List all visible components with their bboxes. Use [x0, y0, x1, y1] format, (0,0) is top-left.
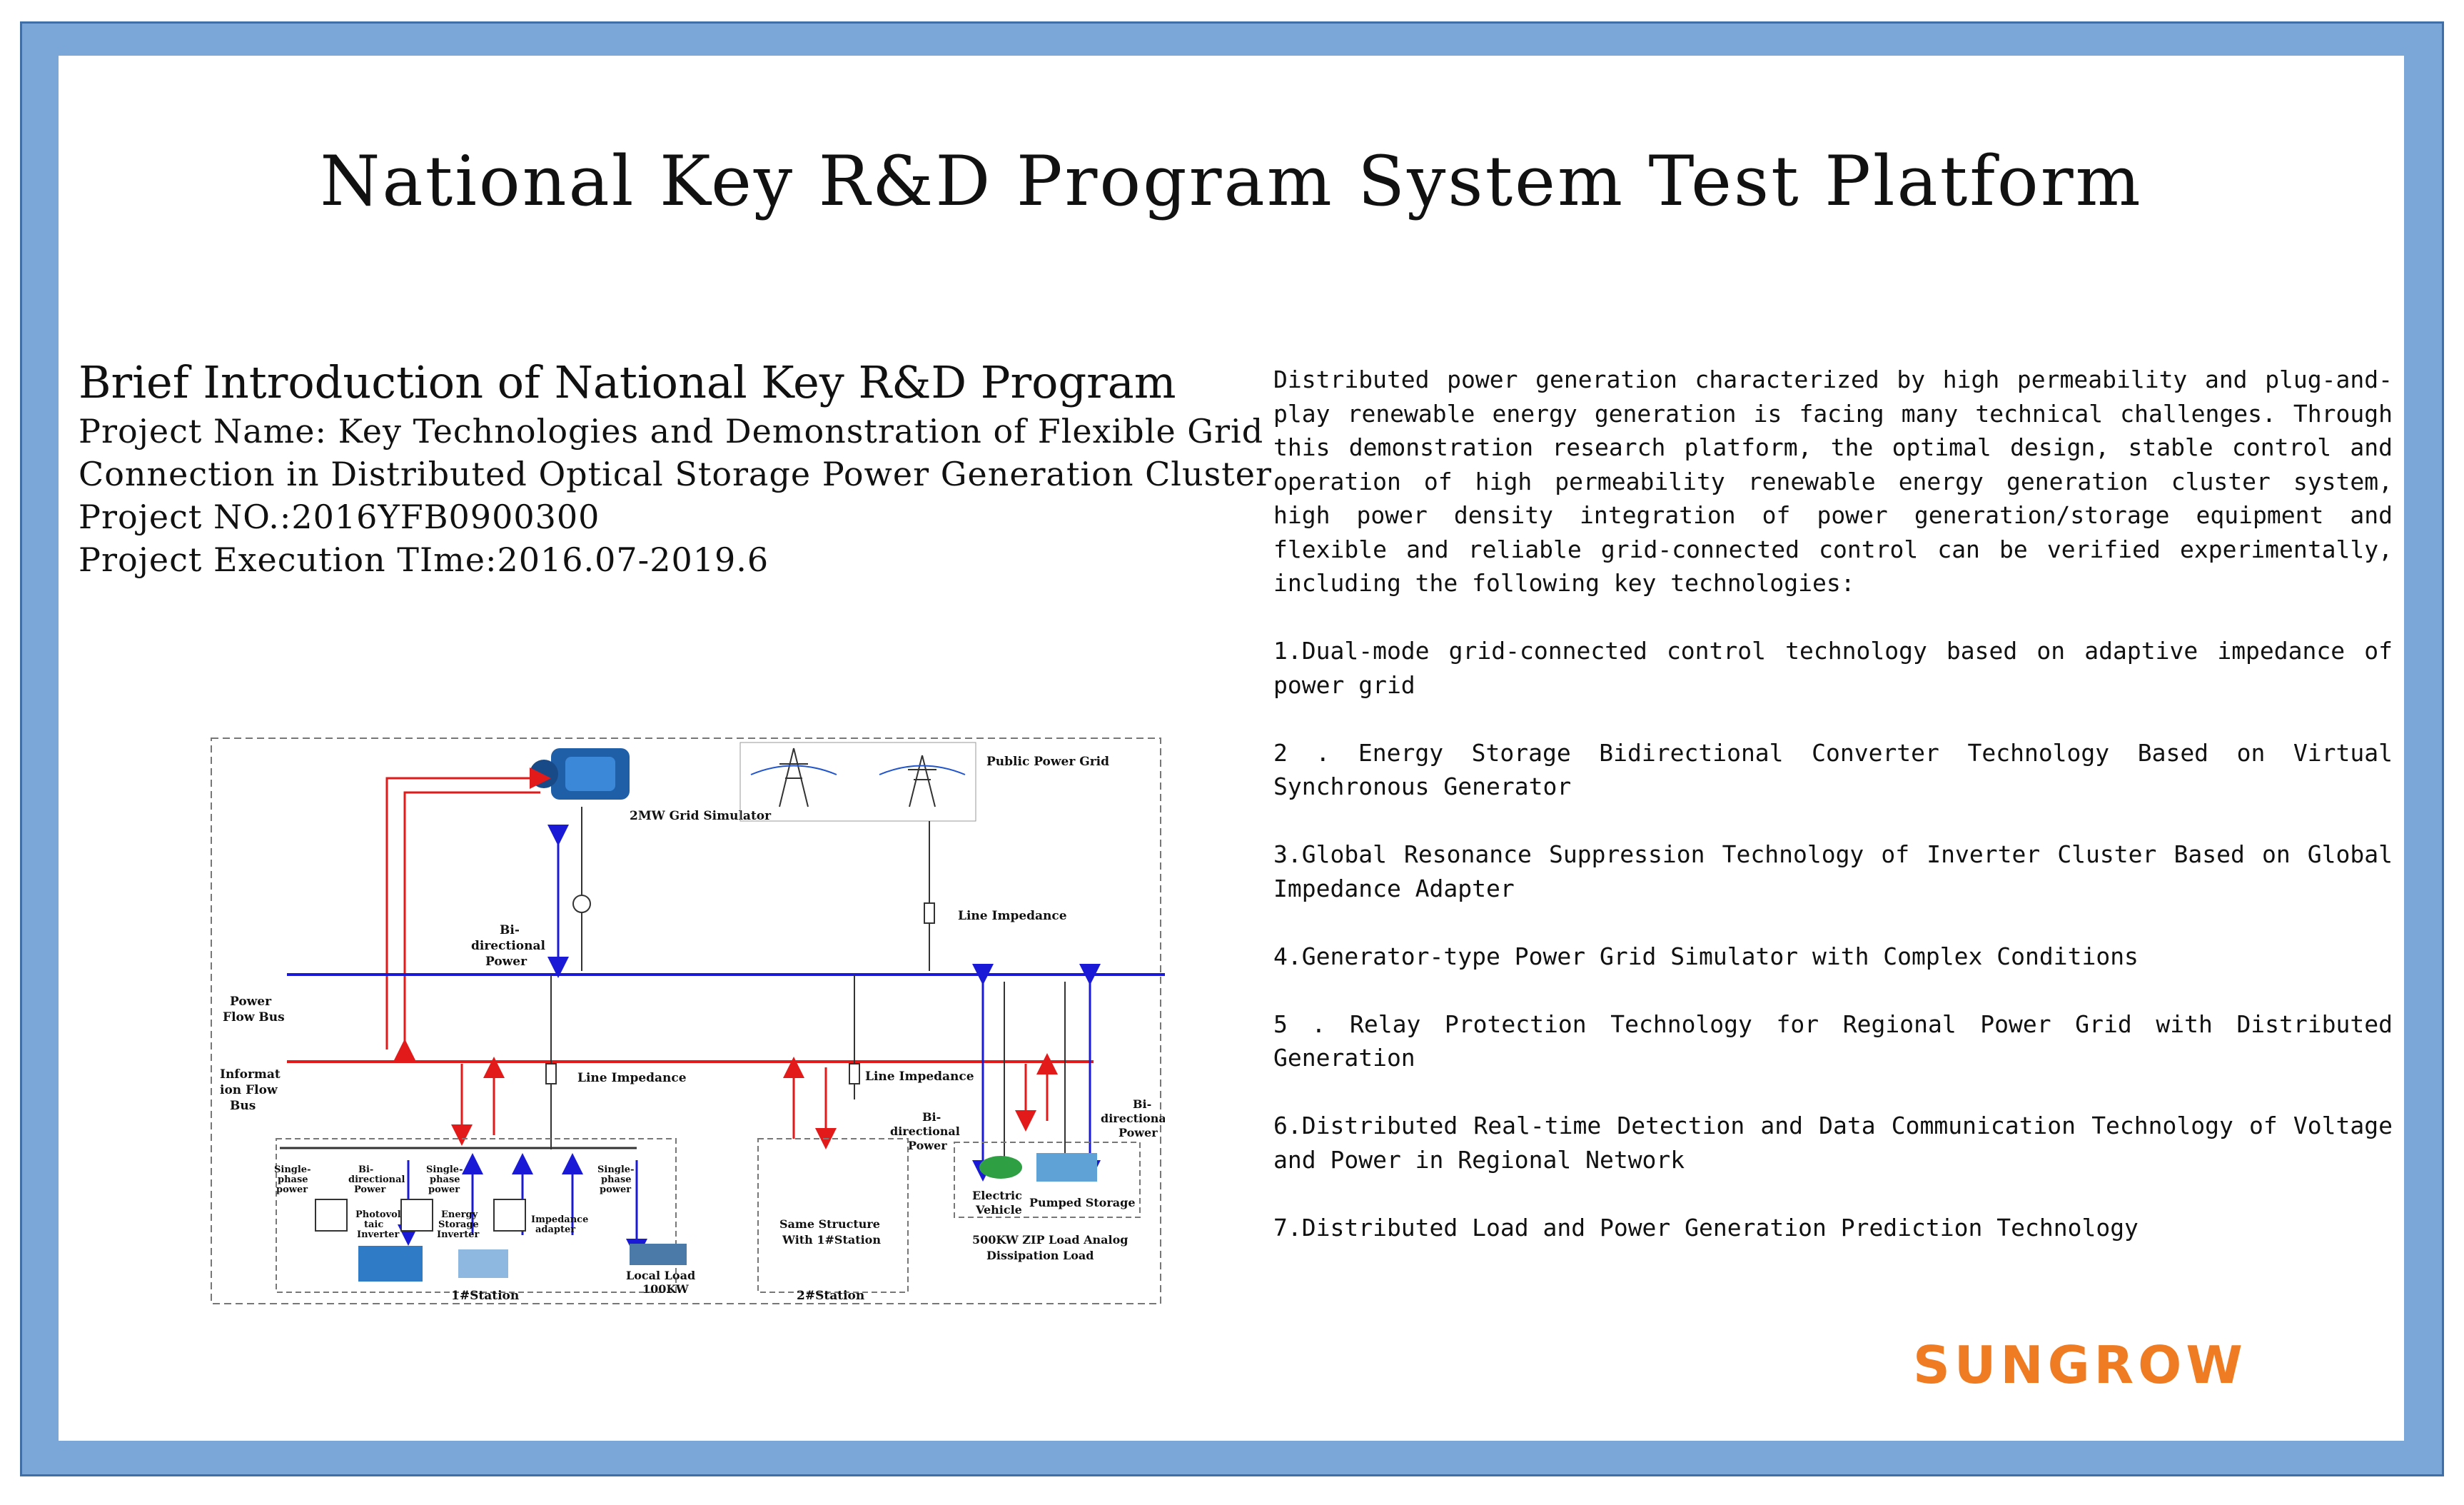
brief-introduction: Brief Introduction of National Key R&D P… — [79, 356, 1306, 581]
single-phase-1c: power — [276, 1184, 308, 1195]
st1-bidir-2: directional — [348, 1174, 405, 1185]
diagram-border — [211, 738, 1161, 1304]
key-technology-1: 1.Dual-mode grid-connected control techn… — [1273, 637, 2393, 699]
storage-inverter-box — [400, 1199, 433, 1232]
bidirectional-label-1: Bi- — [500, 923, 520, 937]
description-column: Distributed power generation characteriz… — [1273, 363, 2393, 1244]
st1-bidir-3: Power — [354, 1184, 386, 1195]
impedance-adapter-2: adapter — [535, 1224, 575, 1235]
right-bidir-b2: directional — [1101, 1112, 1165, 1125]
poster-panel: National Key R&D Program System Test Pla… — [59, 56, 2404, 1441]
station-1-label: 1#Station — [451, 1289, 519, 1303]
station-2-box — [757, 1138, 909, 1293]
single-phase-2a: Single- — [426, 1164, 463, 1175]
pv-inverter-1: Photovol — [355, 1209, 401, 1220]
sungrow-logo: SUNGROW — [1913, 1335, 2247, 1395]
single-phase-3a: Single- — [597, 1164, 634, 1175]
right-bidir-a1: Bi- — [922, 1110, 941, 1124]
line-impedance-1: Line Impedance — [577, 1071, 687, 1085]
key-technology-4: 4.Generator-type Power Grid Simulator wi… — [1273, 942, 2139, 970]
pv-inverter-box — [315, 1199, 348, 1232]
line-impedance-2: Line Impedance — [865, 1069, 974, 1084]
right-bidir-b1: Bi- — [1133, 1097, 1151, 1111]
st1-bidir-1: Bi- — [358, 1164, 373, 1175]
info-bus-label-3: Bus — [230, 1099, 256, 1113]
single-phase-2b: phase — [430, 1174, 460, 1185]
grid-simulator-label: 2MW Grid Simulator — [630, 809, 772, 823]
power-tower-icon — [739, 742, 976, 822]
bidirectional-label-2: directional — [471, 939, 545, 953]
grid-simulator-icon — [530, 748, 630, 800]
single-phase-3c: power — [600, 1184, 631, 1195]
key-technology-3: 3.Global Resonance Suppression Technolog… — [1273, 840, 2393, 902]
local-load-2: 100KW — [642, 1282, 690, 1296]
local-load-icon — [630, 1244, 687, 1265]
pv-inverter-3: Inverter — [357, 1229, 399, 1240]
storage-inverter-3: Inverter — [437, 1229, 479, 1240]
right-bidir-a2: directional — [890, 1124, 960, 1138]
project-execution-time: Project Execution TIme:2016.07-2019.6 — [79, 540, 769, 579]
right-bidir-b3: Power — [1119, 1126, 1158, 1139]
electric-vehicle-icon — [979, 1156, 1022, 1179]
impedance-adapter-1: Impedance — [531, 1214, 588, 1225]
page-title: National Key R&D Program System Test Pla… — [320, 141, 2143, 221]
electric-vehicle-2: Vehicle — [975, 1203, 1022, 1217]
solar-panel-icon — [358, 1246, 423, 1282]
same-structure-1: Same Structure — [779, 1217, 880, 1231]
station-2-label: 2#Station — [797, 1289, 864, 1303]
project-name-line-2: Connection in Distributed Optical Storag… — [79, 455, 1272, 493]
key-technology-2: 2 . Energy Storage Bidirectional Convert… — [1273, 738, 2393, 801]
electric-vehicle-1: Electric — [972, 1189, 1022, 1202]
single-phase-2c: power — [428, 1184, 460, 1195]
key-technology-5: 5 . Relay Protection Technology for Regi… — [1273, 1010, 2393, 1072]
storage-inverter-2: Storage — [438, 1219, 479, 1230]
key-technology-6: 6.Distributed Real-time Detection and Da… — [1273, 1112, 2393, 1174]
single-phase-1b: phase — [278, 1174, 308, 1185]
single-phase-3b: phase — [601, 1174, 632, 1185]
zip-load-2: Dissipation Load — [986, 1249, 1094, 1262]
line-impedance-upper: Line Impedance — [958, 909, 1067, 923]
project-name-line-1: Project Name: Key Technologies and Demon… — [79, 412, 1264, 451]
brief-heading: Brief Introduction of National Key R&D P… — [79, 356, 1176, 408]
description-intro: Distributed power generation characteriz… — [1273, 366, 2393, 597]
bidirectional-label-3: Power — [485, 955, 527, 969]
zip-load-box — [954, 1142, 1141, 1218]
station-1-box — [276, 1138, 677, 1293]
power-bus-label-2: Flow Bus — [223, 1010, 285, 1025]
transformer-icon — [572, 895, 591, 913]
impedance-adapter-box — [493, 1199, 526, 1232]
info-bus-label-2: ion Flow — [220, 1083, 278, 1097]
power-bus-label-1: Power — [230, 995, 272, 1009]
local-load-1: Local Load — [626, 1269, 695, 1282]
pumped-storage-label: Pumped Storage — [1029, 1196, 1136, 1209]
pv-inverter-2: taic — [364, 1219, 383, 1230]
pumped-storage-icon — [1036, 1153, 1097, 1182]
info-bus-label-1: Informat — [220, 1067, 281, 1082]
system-diagram: 2MW Grid Simulator Public Power Grid Bi-… — [211, 738, 1165, 1304]
project-number: Project NO.:2016YFB0900300 — [79, 498, 600, 536]
key-technology-7: 7.Distributed Load and Power Generation … — [1273, 1213, 2139, 1242]
public-grid-label: Public Power Grid — [986, 755, 1109, 769]
single-phase-1a: Single- — [274, 1164, 310, 1175]
battery-icon — [458, 1249, 508, 1278]
same-structure-2: With 1#Station — [782, 1233, 881, 1247]
zip-load-1: 500KW ZIP Load Analog — [972, 1233, 1128, 1247]
right-bidir-a3: Power — [908, 1139, 947, 1152]
storage-inverter-1: Energy — [441, 1209, 478, 1220]
